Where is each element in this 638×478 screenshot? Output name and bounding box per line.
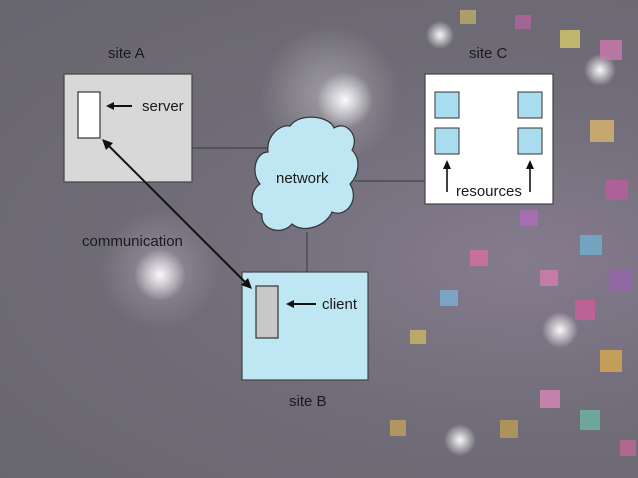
network-cloud-shape <box>251 116 359 231</box>
communication-arrow-head-bottom <box>241 278 252 289</box>
resource-box <box>434 127 460 155</box>
communication-arrow-head-top <box>102 139 113 150</box>
client-arrow-head <box>286 300 294 308</box>
site-b-label: site B <box>289 393 327 410</box>
resources-label: resources <box>456 183 522 200</box>
server-label: server <box>142 98 184 115</box>
site-b: client site B <box>241 271 369 410</box>
server-box <box>77 91 101 139</box>
site-a-label: site A <box>108 45 145 62</box>
client-label: client <box>322 296 358 313</box>
network-cloud: network <box>251 116 359 231</box>
site-c: site C resources <box>424 45 554 205</box>
server-arrow-head <box>106 102 114 110</box>
resource-box <box>434 91 460 119</box>
site-c-label: site C <box>469 45 508 62</box>
resource-box <box>517 127 543 155</box>
site-a: site A server <box>63 45 193 183</box>
communication-arrow-line <box>107 144 247 284</box>
resource-box <box>517 91 543 119</box>
resource-arrow-left-head <box>443 160 451 169</box>
resource-arrow-right-head <box>526 160 534 169</box>
communication-label: communication <box>82 233 183 250</box>
network-label: network <box>276 170 329 187</box>
communication-link: communication <box>82 139 252 289</box>
client-box <box>255 285 279 339</box>
